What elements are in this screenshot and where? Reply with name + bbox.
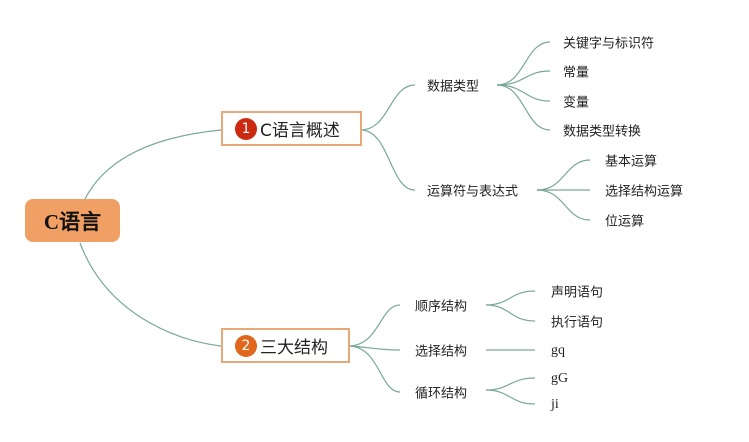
subtopic-declaration[interactable]: 声明语句 — [551, 285, 604, 301]
branch-label: C语言概述 — [260, 121, 340, 141]
link-sequence-decl — [485, 290, 536, 306]
subtopic-bit-ops[interactable]: 位运算 — [605, 214, 645, 230]
link-structures-sequence — [349, 304, 401, 347]
subtopic-gG[interactable]: gG — [551, 371, 569, 386]
link-operators-bit — [536, 189, 591, 221]
topic-data-types[interactable]: 数据类型 — [427, 79, 480, 95]
subtopic-variables[interactable]: 变量 — [563, 95, 590, 111]
subtopic-constants[interactable]: 常量 — [563, 65, 590, 81]
number-badge-1: 1 — [235, 117, 257, 140]
link-datatype-keywords — [496, 41, 551, 86]
subtopic-keywords[interactable]: 关键字与标识符 — [563, 36, 655, 52]
link-loop-ji — [485, 389, 536, 405]
subtopic-basic-ops[interactable]: 基本运算 — [605, 154, 658, 170]
branch-label: 三大结构 — [260, 338, 328, 358]
subtopic-type-conversion[interactable]: 数据类型转换 — [563, 124, 642, 140]
subtopic-select-ops[interactable]: 选择结构运算 — [605, 184, 684, 200]
number-badge-2: 2 — [235, 334, 257, 357]
link-datatype-constants — [496, 70, 551, 86]
link-overview-operators — [361, 129, 416, 191]
link-overview-datatype — [361, 84, 416, 131]
link-root-structures — [79, 242, 222, 347]
topic-selection[interactable]: 选择结构 — [415, 344, 468, 360]
root-node[interactable]: C语言 — [25, 199, 120, 242]
link-loop-gG — [485, 377, 536, 391]
topic-loop[interactable]: 循环结构 — [415, 386, 468, 402]
link-root-overview — [84, 129, 222, 200]
topic-sequence[interactable]: 顺序结构 — [415, 299, 468, 315]
subtopic-gq[interactable]: gq — [551, 343, 565, 358]
link-datatype-conversion — [496, 84, 551, 131]
link-operators-basic — [536, 159, 591, 191]
branch-node-overview[interactable]: 1 C语言概述 — [221, 111, 362, 146]
topic-operators[interactable]: 运算符与表达式 — [427, 184, 519, 200]
link-datatype-variables — [496, 84, 551, 102]
branch-node-structures[interactable]: 2 三大结构 — [221, 328, 350, 363]
link-sequence-exec — [485, 304, 536, 322]
subtopic-execution[interactable]: 执行语句 — [551, 315, 604, 331]
link-structures-loop — [349, 345, 401, 393]
subtopic-ji[interactable]: ji — [551, 397, 559, 412]
